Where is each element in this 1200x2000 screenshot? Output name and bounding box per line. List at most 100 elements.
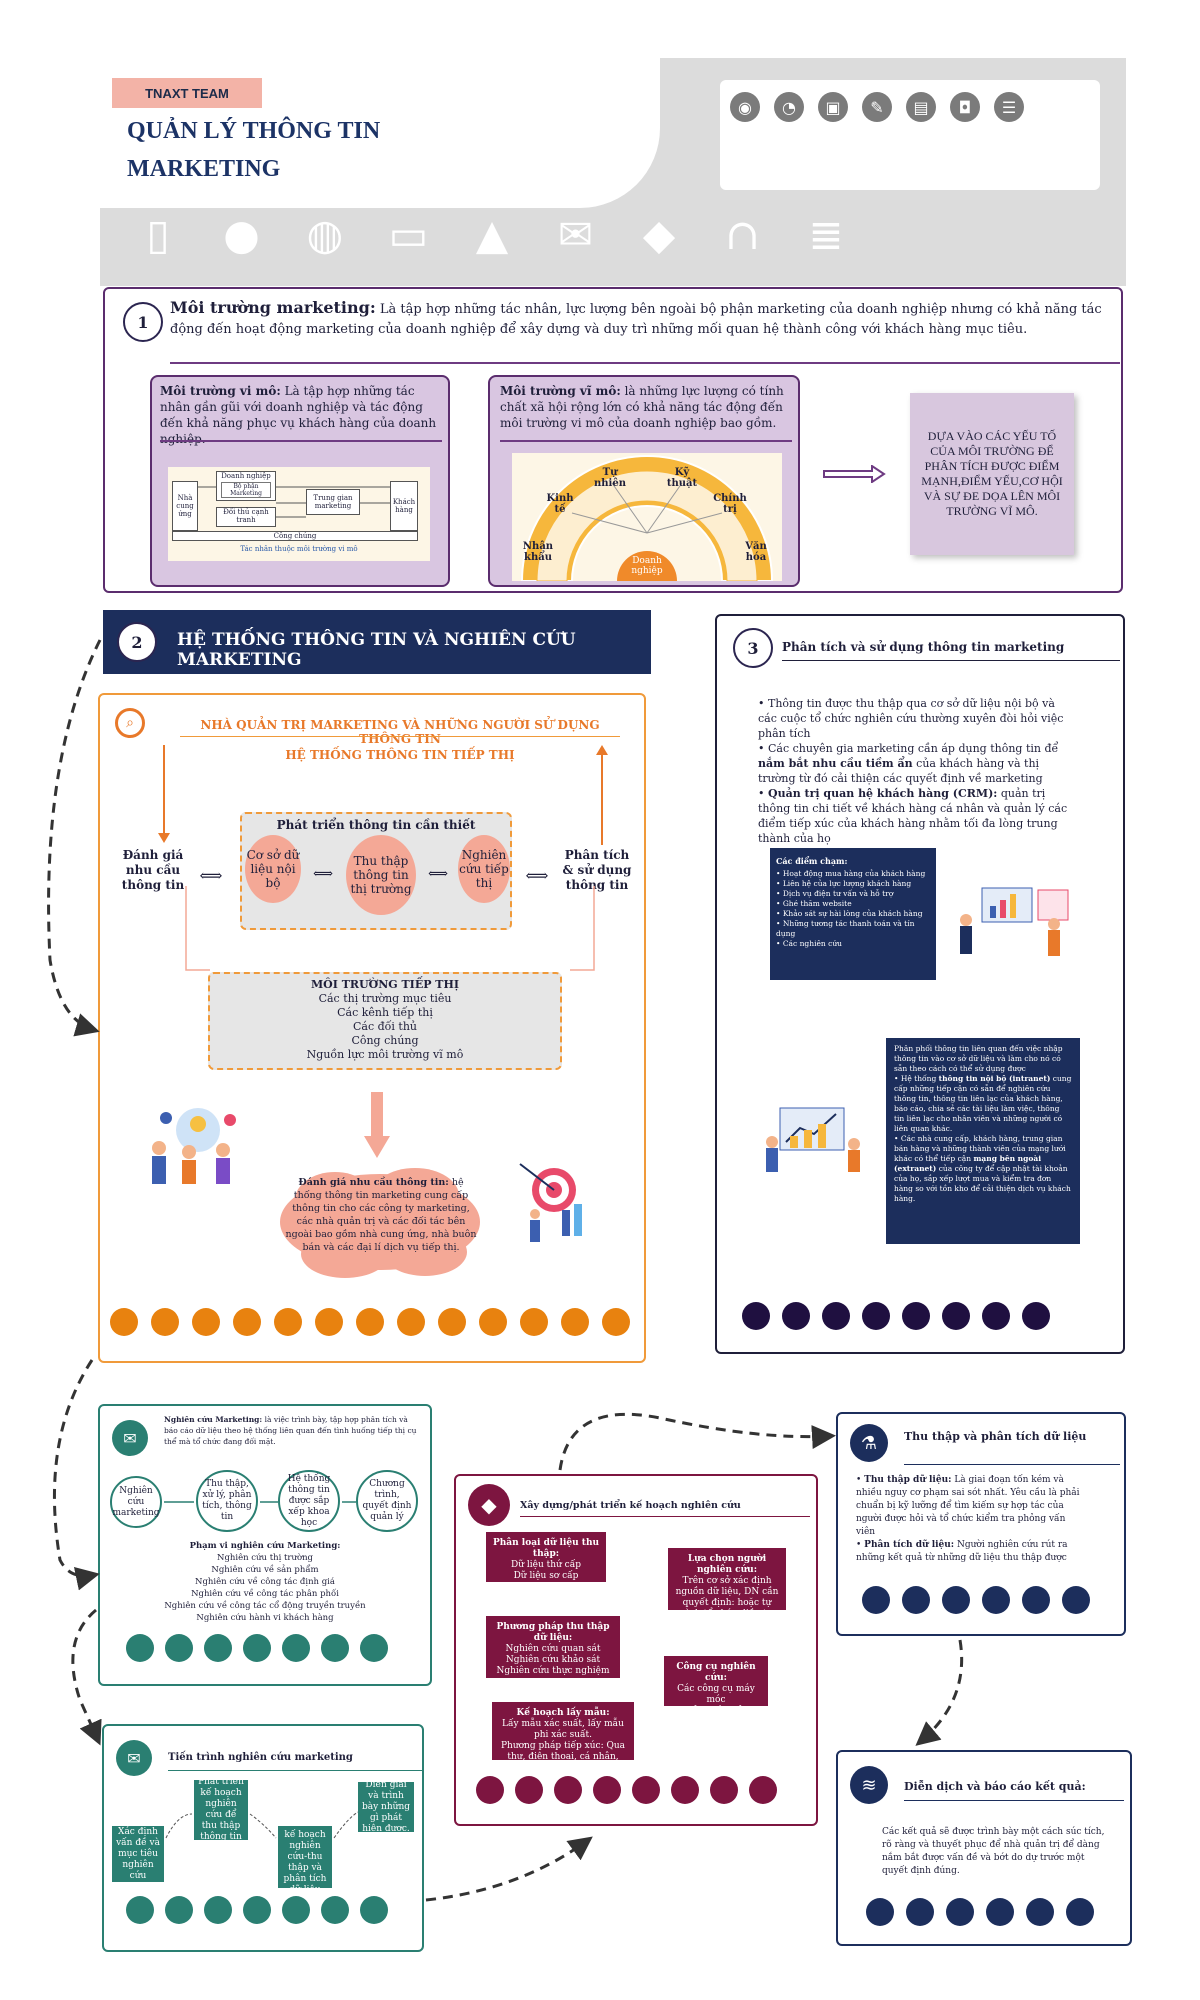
users-title: NHÀ QUẢN TRỊ MARKETING VÀ NHỮNG NGƯỜI SỬ… [200, 718, 600, 746]
globe-icon: ◍ [306, 209, 344, 259]
decorative-dot [282, 1896, 310, 1924]
feedback-loop [185, 886, 595, 971]
server-icon: ☰ [994, 92, 1024, 122]
decorative-dot [710, 1776, 738, 1804]
environment-list: Các thị trường mục tiêu Các kênh tiếp th… [208, 992, 562, 1062]
collect-item: • Thu thập dữ liệu: Là giai đoạn tốn kém… [856, 1475, 1080, 1537]
decorative-dot [982, 1302, 1010, 1330]
report-title: Diễn dịch và báo cáo kết quả: [904, 1780, 1086, 1793]
distribution-box: Phân phối thông tin liên quan đến việc n… [886, 1038, 1080, 1244]
decorative-dot [822, 1302, 850, 1330]
decorative-dot [321, 1634, 349, 1662]
flow-step: Thu thập, xử lý, phân tích, thông tin [196, 1470, 258, 1532]
environment-item: Các thị trường mục tiêu [318, 992, 452, 1005]
decorative-dot [982, 1586, 1010, 1614]
plan-dot-row [476, 1776, 777, 1804]
decorative-dot [479, 1308, 507, 1336]
monitor-icon: ▭ [388, 209, 429, 259]
decorative-dot [110, 1308, 138, 1336]
scope-item: Nghiên cứu về sản phẩm [211, 1565, 319, 1575]
macro-environment-text: Môi trường vĩ mô: là những lực lượng có … [500, 383, 792, 431]
decorative-dot [515, 1776, 543, 1804]
decorative-dot [942, 1586, 970, 1614]
marketing-environment-box [208, 972, 562, 1070]
id-card-icon: ▣ [818, 92, 848, 122]
decorative-dot [1062, 1586, 1090, 1614]
macro-center: Doanh nghiệp [631, 556, 663, 576]
list-icon: ≣ [808, 209, 844, 259]
macro-fan [520, 455, 774, 581]
decorative-dot [476, 1776, 504, 1804]
plan-title: Xây dựng/phát triển kế hoạch nghiên cứu [520, 1500, 741, 1511]
swot-note: DỰA VÀO CÁC YẾU TỐ CỦA MÔI TRƯỜNG ĐỂ PHÂ… [910, 393, 1074, 555]
report-text: Các kết quả sẽ được trình bày một cách s… [882, 1827, 1105, 1876]
mail-icon: ✉ [116, 1740, 152, 1776]
divider [170, 362, 1120, 364]
macro-segment-0: Nhân khẩu [522, 541, 554, 563]
decorative-dot [742, 1302, 770, 1330]
environment-item: Nguồn lực môi trường vĩ mô [306, 1048, 464, 1061]
decorative-dot [986, 1898, 1014, 1926]
process-title: Tiến trình nghiên cứu marketing [168, 1752, 353, 1763]
macro-diagram: Nhân khẩu Kinh tế Tự nhiên Kỹ thuật Chín… [512, 453, 782, 581]
diagram-customer: Khách hàng [390, 481, 418, 531]
double-arrow-icon: ⟺ [312, 866, 334, 882]
team-tag: TNAXT TEAM [112, 78, 262, 108]
research-dot-row [126, 1634, 388, 1662]
touch-point-item: • Khảo sát sự hài lòng của khách hàng [776, 909, 923, 918]
comments-icon: ◆ [642, 209, 676, 259]
decorative-dot [862, 1586, 890, 1614]
decorative-dot [561, 1308, 589, 1336]
decorative-dot [902, 1586, 930, 1614]
analyze-use-label: Phân tích & sử dụng thông tin [562, 848, 632, 892]
scope-item: Nghiên cứu thị trường [217, 1553, 313, 1563]
section-2-title: HỆ THỐNG THÔNG TIN VÀ NGHIÊN CỨU MARKETI… [177, 630, 576, 670]
document-icon: ▤ [906, 92, 936, 122]
diagram-intermediary: Trung gian marketing [306, 489, 360, 515]
phone-icon: ▯ [146, 209, 170, 259]
assess-needs-label: Đánh giá nhu cầu thông tin [121, 848, 185, 892]
decorative-dot [151, 1308, 179, 1336]
touch-point-item: • Liên hệ của lực lượng khách hàng [776, 879, 912, 888]
big-icon-row: ▯ ● ◍ ▭ ▲ ✉ ◆ ∩ ≣ [132, 208, 852, 260]
wrench-icon: ✎ [862, 92, 892, 122]
decorative-dot [397, 1308, 425, 1336]
scope-item: Nghiên cứu về công tác cổ động truyền tr… [164, 1601, 366, 1611]
headset-icon: ∩ [724, 209, 761, 259]
decorative-dot [1022, 1586, 1050, 1614]
divider [904, 1800, 1124, 1801]
decorative-dot [282, 1634, 310, 1662]
distribution-item: • Các nhà cung cấp, khách hàng, trung gi… [894, 1134, 1071, 1203]
environment-title: MÔI TRƯỜNG TIẾP THỊ [310, 978, 460, 991]
cloud-definition: hệ thống thông tin marketing cung cấp th… [285, 1177, 477, 1253]
cloud-shape [280, 1168, 480, 1278]
environment-item: Các kênh tiếp thị [337, 1006, 433, 1019]
decorative-dot [632, 1776, 660, 1804]
distribution-intro: Phân phối thông tin liên quan đến việc n… [894, 1044, 1063, 1073]
divider [904, 1464, 1120, 1465]
touch-point-item: • Hoạt động mua hàng của khách hàng [776, 869, 926, 878]
diagram-company: Doanh nghiệp Bộ phận Marketing [216, 471, 276, 501]
divider [500, 440, 792, 442]
mail-icon: ✉ [112, 1420, 148, 1456]
internal-db-circle: Cơ sở dữ liệu nội bộ [245, 835, 301, 903]
plan-card: Công cụ nghiên cứu: Các công cụ máy móc … [664, 1656, 768, 1716]
diagram-competitor: Đối thủ cạnh tranh [216, 507, 276, 527]
touch-points-box: Các điểm chạm: • Hoạt động mua hàng của … [770, 848, 936, 980]
divider [160, 440, 442, 442]
decorative-dot [274, 1308, 302, 1336]
lock-icon: ◘ [950, 92, 980, 122]
decorative-dot [902, 1302, 930, 1330]
macro-term: Môi trường vĩ mô: [500, 384, 621, 398]
flow-step: Hệ thống thông tin được sắp xếp khoa học [278, 1470, 340, 1532]
macro-segment-3: Kỹ thuật [666, 467, 698, 489]
decorative-dot [126, 1896, 154, 1924]
diagram-marketing-dept: Bộ phận Marketing [221, 482, 271, 498]
divider [180, 736, 620, 737]
plan-card: Phân loại dữ liệu thu thập: Dữ liệu thứ … [486, 1532, 606, 1582]
bullet-item: • Các chuyên gia marketing cần áp dụng t… [758, 742, 1059, 785]
decorative-dot [671, 1776, 699, 1804]
diagram-caption: Tác nhân thuộc môi trường vi mô [240, 545, 358, 553]
process-step: Phát triển kế hoạch nghiên cứu để thu th… [194, 1777, 248, 1842]
layers-icon: ≋ [850, 1766, 888, 1804]
